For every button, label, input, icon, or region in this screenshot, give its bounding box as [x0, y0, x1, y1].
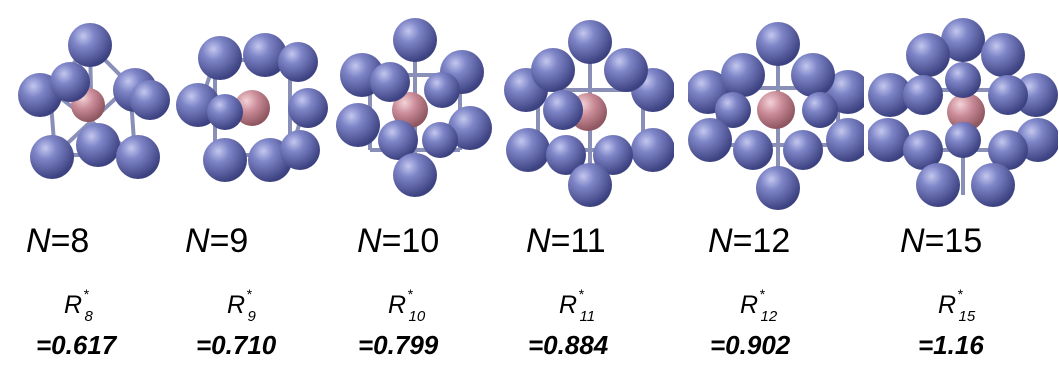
cluster-size-label-9: N=9 [185, 222, 249, 260]
cluster-panel-10: N=10 R*10 =0.799 [330, 0, 506, 373]
ratio-symbol-8: R*8 [64, 286, 93, 325]
cluster-structure-10 [336, 18, 492, 197]
cluster-panel-12: N=12 R*12 =0.902 [688, 0, 864, 373]
ratio-value-11: =0.884 [528, 330, 609, 360]
cluster-size-label-10: N=10 [357, 222, 440, 260]
cluster-panel-11: N=11 R*11 =0.884 [498, 0, 674, 373]
cluster-structure-15 [868, 18, 1058, 207]
ratio-value-8: =0.617 [36, 330, 117, 360]
cluster-panel-15: N=15 R*15 =1.16 [868, 0, 1058, 373]
cluster-structure-11 [504, 20, 674, 207]
ratio-symbol-12: R*12 [740, 286, 778, 325]
cluster-size-label-11: N=11 [526, 222, 606, 260]
ratio-value-9: =0.710 [196, 330, 277, 360]
ratio-value-15: =1.16 [918, 330, 984, 360]
cluster-size-label-12: N=12 [708, 222, 791, 260]
ratio-value-10: =0.799 [358, 330, 439, 360]
ratio-symbol-9: R*9 [227, 286, 256, 325]
cluster-structure-8 [18, 23, 170, 179]
ratio-symbol-15: R*15 [938, 286, 976, 325]
cluster-structure-9 [176, 33, 328, 182]
cluster-panel-9: N=9 R*9 =0.710 [170, 0, 346, 373]
cluster-panel-8: N=8 R*8 =0.617 [10, 0, 186, 373]
cluster-size-label-8: N=8 [26, 222, 90, 260]
ratio-symbol-10: R*10 [388, 286, 426, 325]
ratio-symbol-11: R*11 [559, 286, 596, 325]
ratio-value-12: =0.902 [710, 330, 791, 360]
cluster-structure-12 [688, 22, 864, 210]
cluster-size-label-15: N=15 [900, 222, 983, 260]
